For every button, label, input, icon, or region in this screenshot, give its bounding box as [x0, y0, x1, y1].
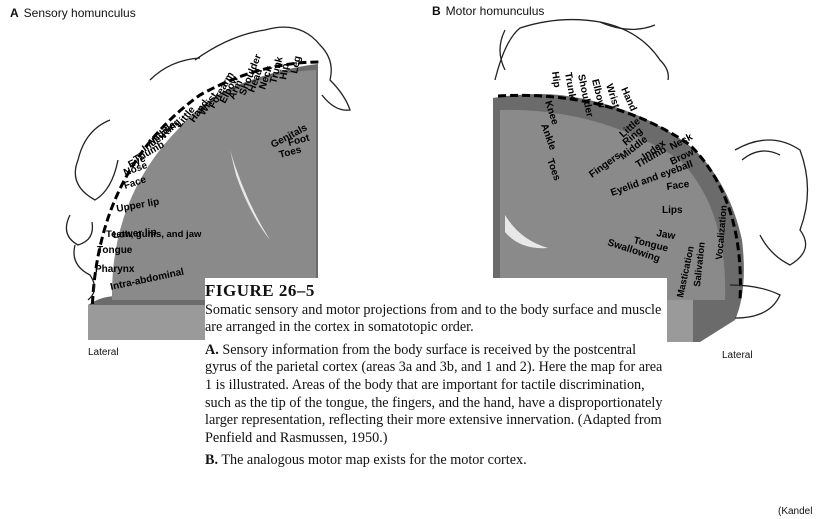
panel-a-lateral-label: Lateral	[88, 347, 119, 358]
caption-b-lead: B.	[205, 452, 218, 468]
caption-part-b: B. The analogous motor map exists for th…	[205, 452, 667, 470]
label-m-hip: Hip	[549, 71, 562, 88]
caption-part-a: A. Sensory information from the body sur…	[205, 342, 667, 448]
caption-intro: Somatic sensory and motor projections fr…	[205, 302, 667, 337]
caption-b-text: The analogous motor map exists for the m…	[221, 452, 526, 468]
label-tongue: Tongue	[97, 245, 133, 256]
panel-b-lateral-label: Lateral	[722, 350, 753, 361]
caption-a-lead: A.	[205, 342, 219, 358]
label-pharynx: Pharynx	[95, 264, 135, 275]
label-m-hand: Hand	[618, 86, 638, 113]
label-teeth-gums-jaw: Teeth, gums, and jaw	[106, 229, 202, 240]
figure-caption: FIGURE 26–5 Somatic sensory and motor pr…	[205, 278, 667, 519]
source-credit: (Kandel	[778, 506, 812, 517]
figure-label: FIGURE 26–5	[205, 282, 667, 300]
label-m-lips: Lips	[662, 205, 683, 216]
caption-a-text: Sensory information from the body surfac…	[205, 342, 662, 446]
